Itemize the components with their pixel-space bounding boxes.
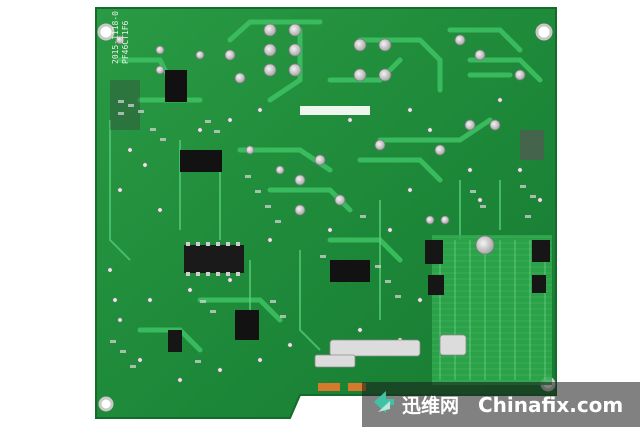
watermark: 迅维网 Chinafix.com: [362, 382, 640, 427]
board-code-label: PF46CT1F6: [121, 20, 130, 64]
fuse-components: [314, 334, 467, 368]
silkscreen-part-number: 2015-1118-0: [111, 11, 120, 64]
through-hole-pads: [115, 23, 526, 255]
watermark-site-cn: 迅维网: [402, 394, 459, 417]
watermark-logo-icon: [374, 391, 394, 413]
part-number-label: 2015-1118-0: [111, 11, 120, 64]
smd-components: [110, 70, 550, 352]
component-texture: [110, 100, 536, 368]
watermark-site-en: Chinafix.com: [478, 393, 623, 417]
silkscreen-board-code: PF46CT1F6: [121, 20, 130, 64]
